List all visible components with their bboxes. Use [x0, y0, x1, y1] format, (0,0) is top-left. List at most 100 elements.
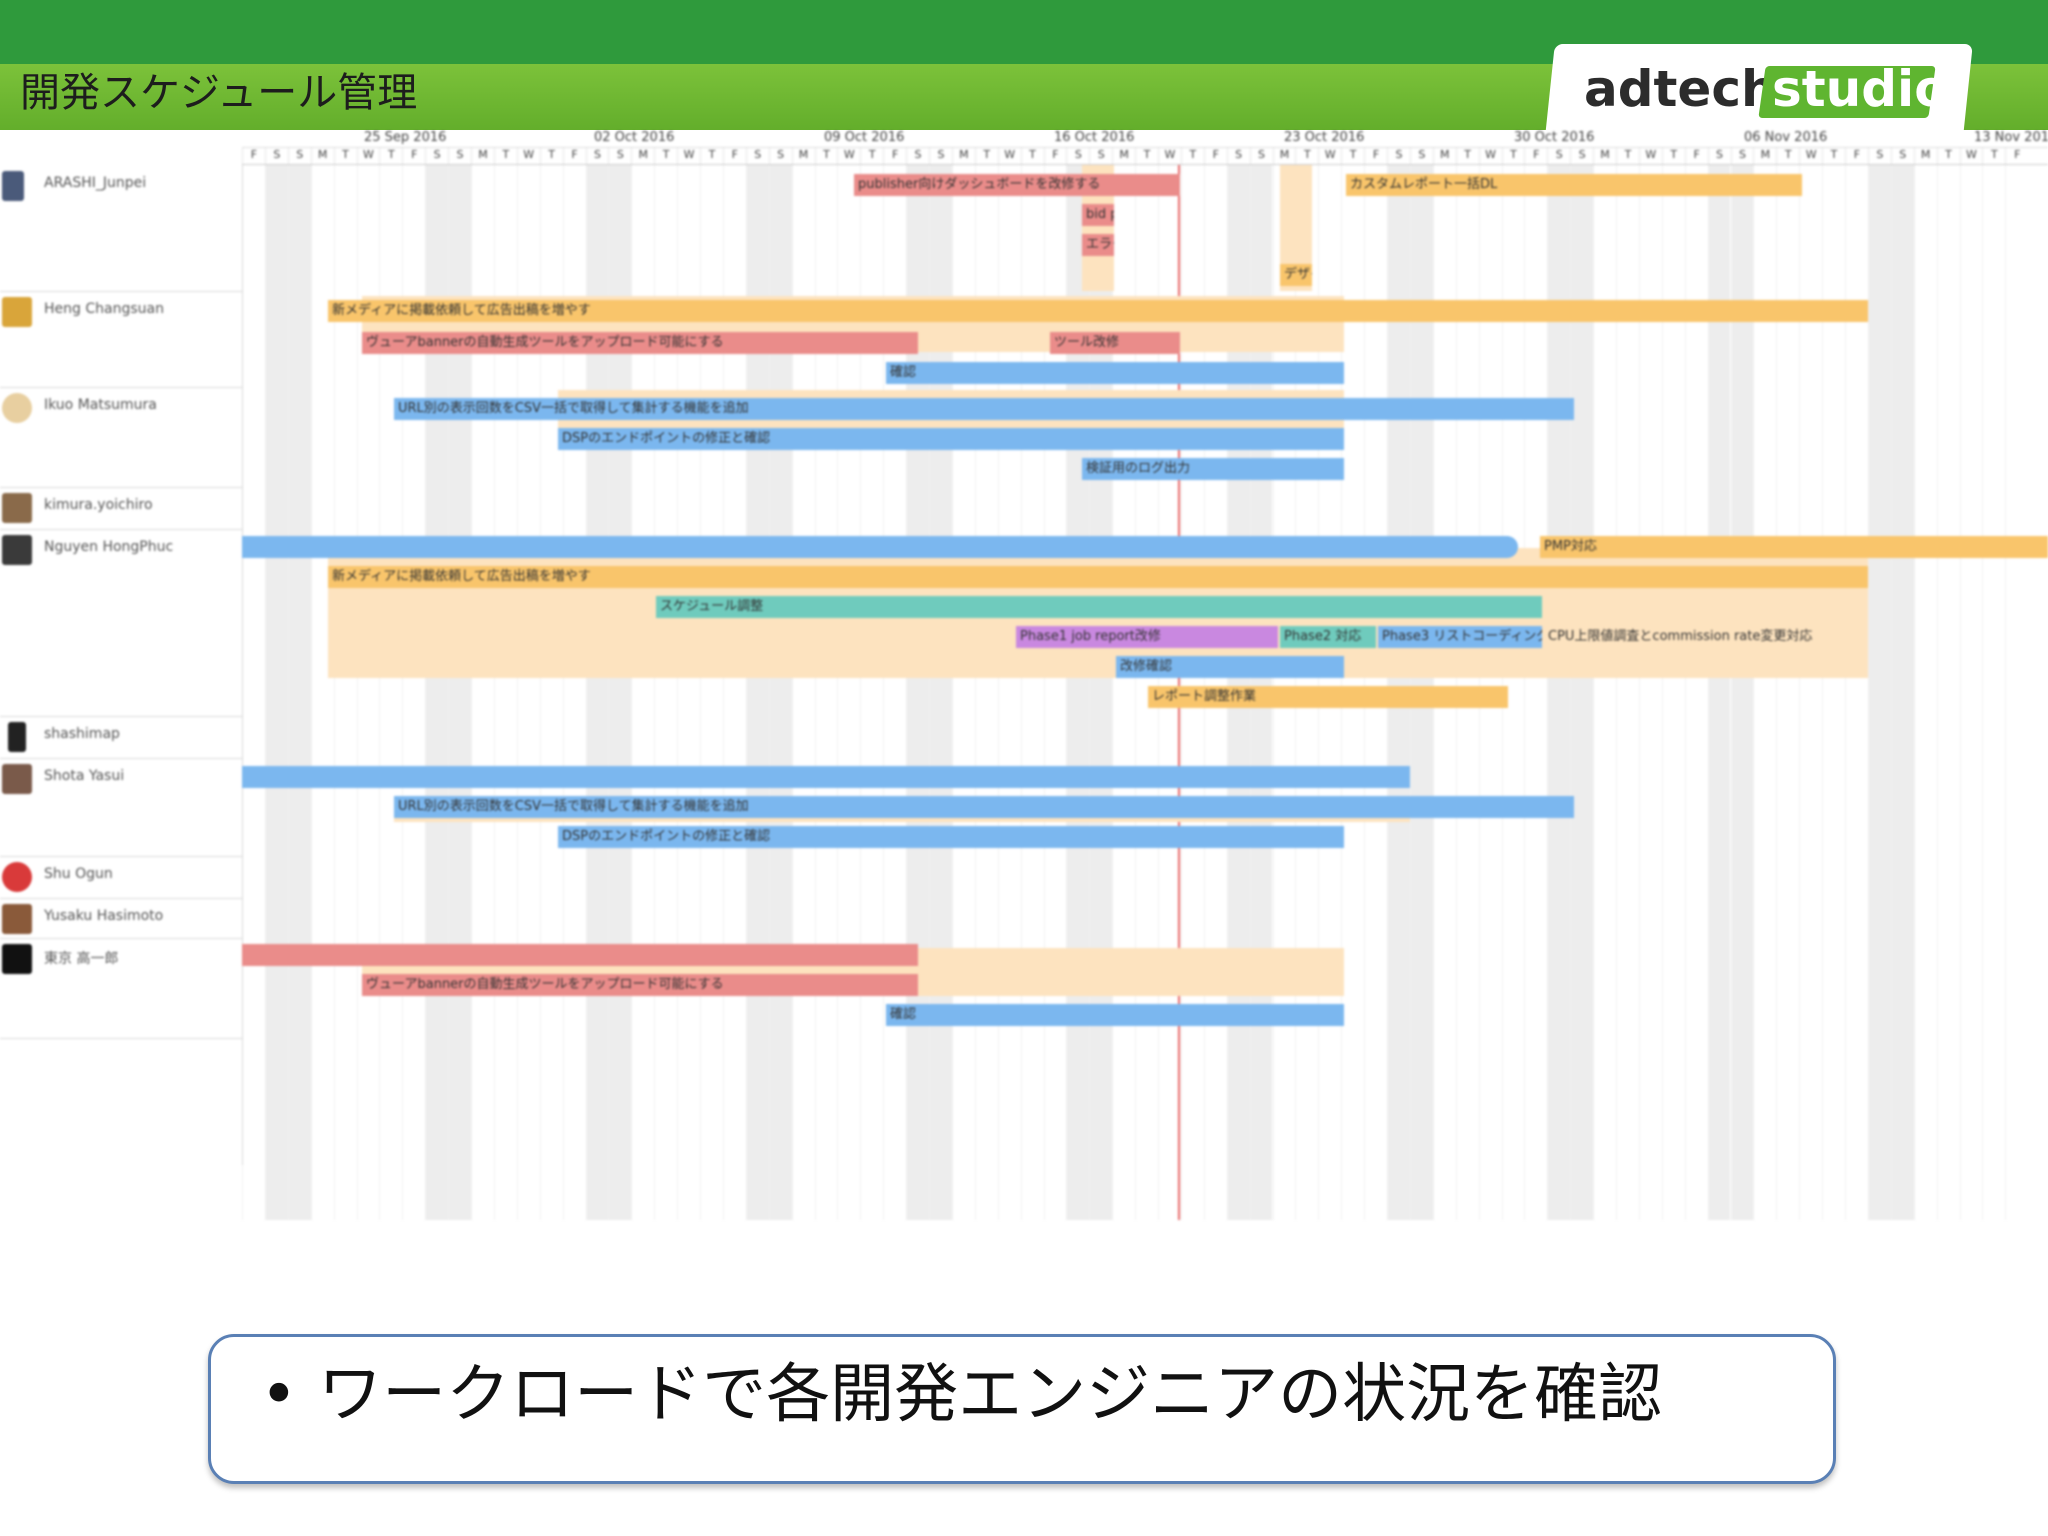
user-list: ARASHI_Junpei Heng Changsuan Ikuo Matsum…: [0, 165, 243, 1165]
task-bar[interactable]: bid price見直し: [1082, 204, 1114, 226]
day-label: S: [1249, 148, 1273, 164]
avatar: [2, 904, 32, 934]
task-bar[interactable]: [242, 766, 1410, 788]
user-name: shashimap: [44, 726, 120, 742]
day-column: [242, 165, 265, 1220]
task-bar[interactable]: Phase3 リストコーディング: [1378, 626, 1542, 648]
task-bar[interactable]: 改修確認: [1116, 656, 1344, 678]
day-column: [1570, 165, 1594, 1220]
task-bar[interactable]: エラー表示の改善: [1082, 234, 1114, 256]
day-column: [310, 165, 334, 1220]
week-label: 25 Sep 2016: [364, 130, 447, 145]
day-column: [356, 165, 380, 1220]
task-bar[interactable]: URL別の表示回数をCSV一括で取得して集計する機能を追加: [394, 796, 1574, 818]
day-label: S: [448, 148, 471, 164]
day-label: F: [883, 148, 906, 164]
task-label[interactable]: CPU上限値調査とcommission rate変更対応: [1548, 629, 1813, 644]
day-label: W: [1318, 148, 1341, 164]
day-label: T: [1455, 148, 1479, 164]
task-bar[interactable]: PMP対応: [1540, 536, 2048, 558]
day-label: W: [356, 148, 380, 164]
day-label: M: [791, 148, 815, 164]
task-bar[interactable]: Phase2 対応: [1280, 626, 1376, 648]
week-label: 23 Oct 2016: [1284, 130, 1365, 145]
task-bar[interactable]: 新メディアに掲載依頼して広告出稿を増やす: [328, 300, 1868, 322]
task-bar[interactable]: URL別の表示回数をCSV一括で取得して集計する機能を追加: [394, 398, 1574, 420]
task-bar[interactable]: ツール改修: [1050, 332, 1180, 354]
task-bar[interactable]: DSPのエンドポイントの修正と確認: [558, 428, 1344, 450]
task-bar[interactable]: 検証用のログ出力: [1082, 458, 1344, 480]
user-row[interactable]: Nguyen HongPhuc: [0, 529, 242, 717]
user-row[interactable]: Heng Changsuan: [0, 291, 242, 388]
day-column: [883, 165, 906, 1220]
day-label: W: [837, 148, 860, 164]
day-column: [997, 165, 1021, 1220]
user-row[interactable]: ARASHI_Junpei: [0, 165, 242, 292]
day-column: [700, 165, 723, 1220]
week-label: 30 Oct 2016: [1514, 130, 1595, 145]
avatar: [2, 535, 32, 565]
task-bar[interactable]: 確認: [886, 1004, 1344, 1026]
task-bar[interactable]: ヴューアbannerの自動生成ツールをアップロード可能にする: [362, 974, 918, 996]
task-bar[interactable]: レポート調整作業: [1148, 686, 1508, 708]
day-label: S: [1890, 148, 1914, 164]
task-bar[interactable]: DSPのエンドポイントの修正と確認: [558, 826, 1344, 848]
task-bar[interactable]: 確認: [886, 362, 1344, 384]
day-label: W: [1959, 148, 1983, 164]
task-bar[interactable]: [242, 536, 1518, 558]
day-label: T: [1341, 148, 1364, 164]
day-column: [1845, 165, 1868, 1220]
day-label: S: [1409, 148, 1433, 164]
day-column: [1593, 165, 1616, 1220]
day-label: T: [1135, 148, 1158, 164]
task-bar[interactable]: 新メディアに掲載依頼して広告出稿を増やす: [328, 566, 1868, 588]
user-row[interactable]: Shota Yasui: [0, 758, 242, 857]
day-label: S: [1089, 148, 1112, 164]
day-column: [264, 165, 288, 1220]
user-row[interactable]: Yusaku Hasimoto: [0, 898, 242, 939]
avatar: [2, 764, 32, 794]
gantt-chart: 25 Sep 2016 02 Oct 2016 09 Oct 2016 16 O…: [0, 130, 2048, 1220]
user-row[interactable]: shashimap: [0, 716, 242, 759]
day-label: T: [1822, 148, 1845, 164]
user-row[interactable]: Shu Ogun: [0, 856, 242, 899]
day-column: [1867, 165, 1891, 1220]
day-label: S: [585, 148, 609, 164]
week-label: 13 Nov 2016: [1974, 130, 2048, 145]
day-column: [471, 165, 494, 1220]
avatar: [2, 171, 24, 201]
day-label: F: [1684, 148, 1708, 164]
task-bar[interactable]: ヴューアbannerの自動生成ツールをアップロード可能にする: [362, 332, 918, 354]
day-label: T: [1982, 148, 2005, 164]
day-label: W: [997, 148, 1021, 164]
day-label: S: [287, 148, 311, 164]
user-row[interactable]: kimura.yoichiro: [0, 487, 242, 530]
day-label: W: [677, 148, 700, 164]
avatar: [2, 297, 32, 327]
user-row[interactable]: Ikuo Matsumura: [0, 387, 242, 488]
user-row[interactable]: 東京 高一郎: [0, 938, 242, 1039]
day-label: T: [1616, 148, 1639, 164]
task-bar[interactable]: publisher向けダッシュボードを改修する: [854, 174, 1180, 196]
day-column: [402, 165, 425, 1220]
day-label: S: [1730, 148, 1754, 164]
task-bar[interactable]: [242, 944, 918, 966]
day-column: [1661, 165, 1685, 1220]
day-column: [1020, 165, 1044, 1220]
day-label: F: [722, 148, 746, 164]
task-bar[interactable]: カスタムレポート一括DL: [1346, 174, 1802, 196]
day-label: M: [1593, 148, 1616, 164]
task-bar[interactable]: デザイン調整: [1280, 264, 1312, 286]
user-name: Nguyen HongPhuc: [44, 539, 174, 555]
task-bar[interactable]: Phase1 job report改修: [1016, 626, 1278, 648]
user-name: kimura.yoichiro: [44, 497, 153, 513]
day-label: F: [2005, 148, 2028, 164]
day-column: [379, 165, 402, 1220]
day-label: M: [631, 148, 654, 164]
avatar: [2, 493, 32, 523]
day-label: M: [1913, 148, 1937, 164]
task-bar[interactable]: スケジュール調整: [656, 596, 1542, 618]
day-column: [677, 165, 700, 1220]
day-label: F: [1203, 148, 1227, 164]
